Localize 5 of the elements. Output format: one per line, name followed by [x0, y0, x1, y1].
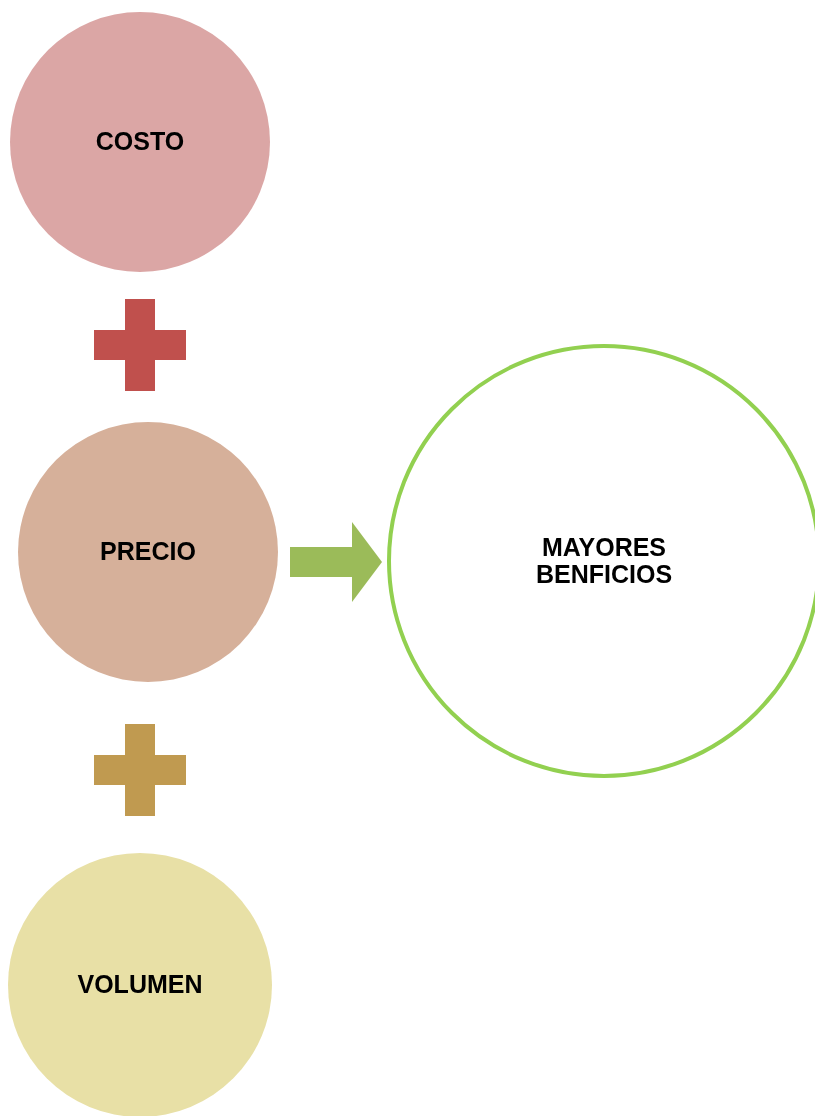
node-label: VOLUMEN — [77, 971, 203, 999]
node-label: MAYORES BENFICIOS — [534, 533, 674, 589]
node-label: PRECIO — [100, 538, 196, 566]
arrow — [290, 522, 382, 602]
node-label: COSTO — [95, 128, 185, 156]
